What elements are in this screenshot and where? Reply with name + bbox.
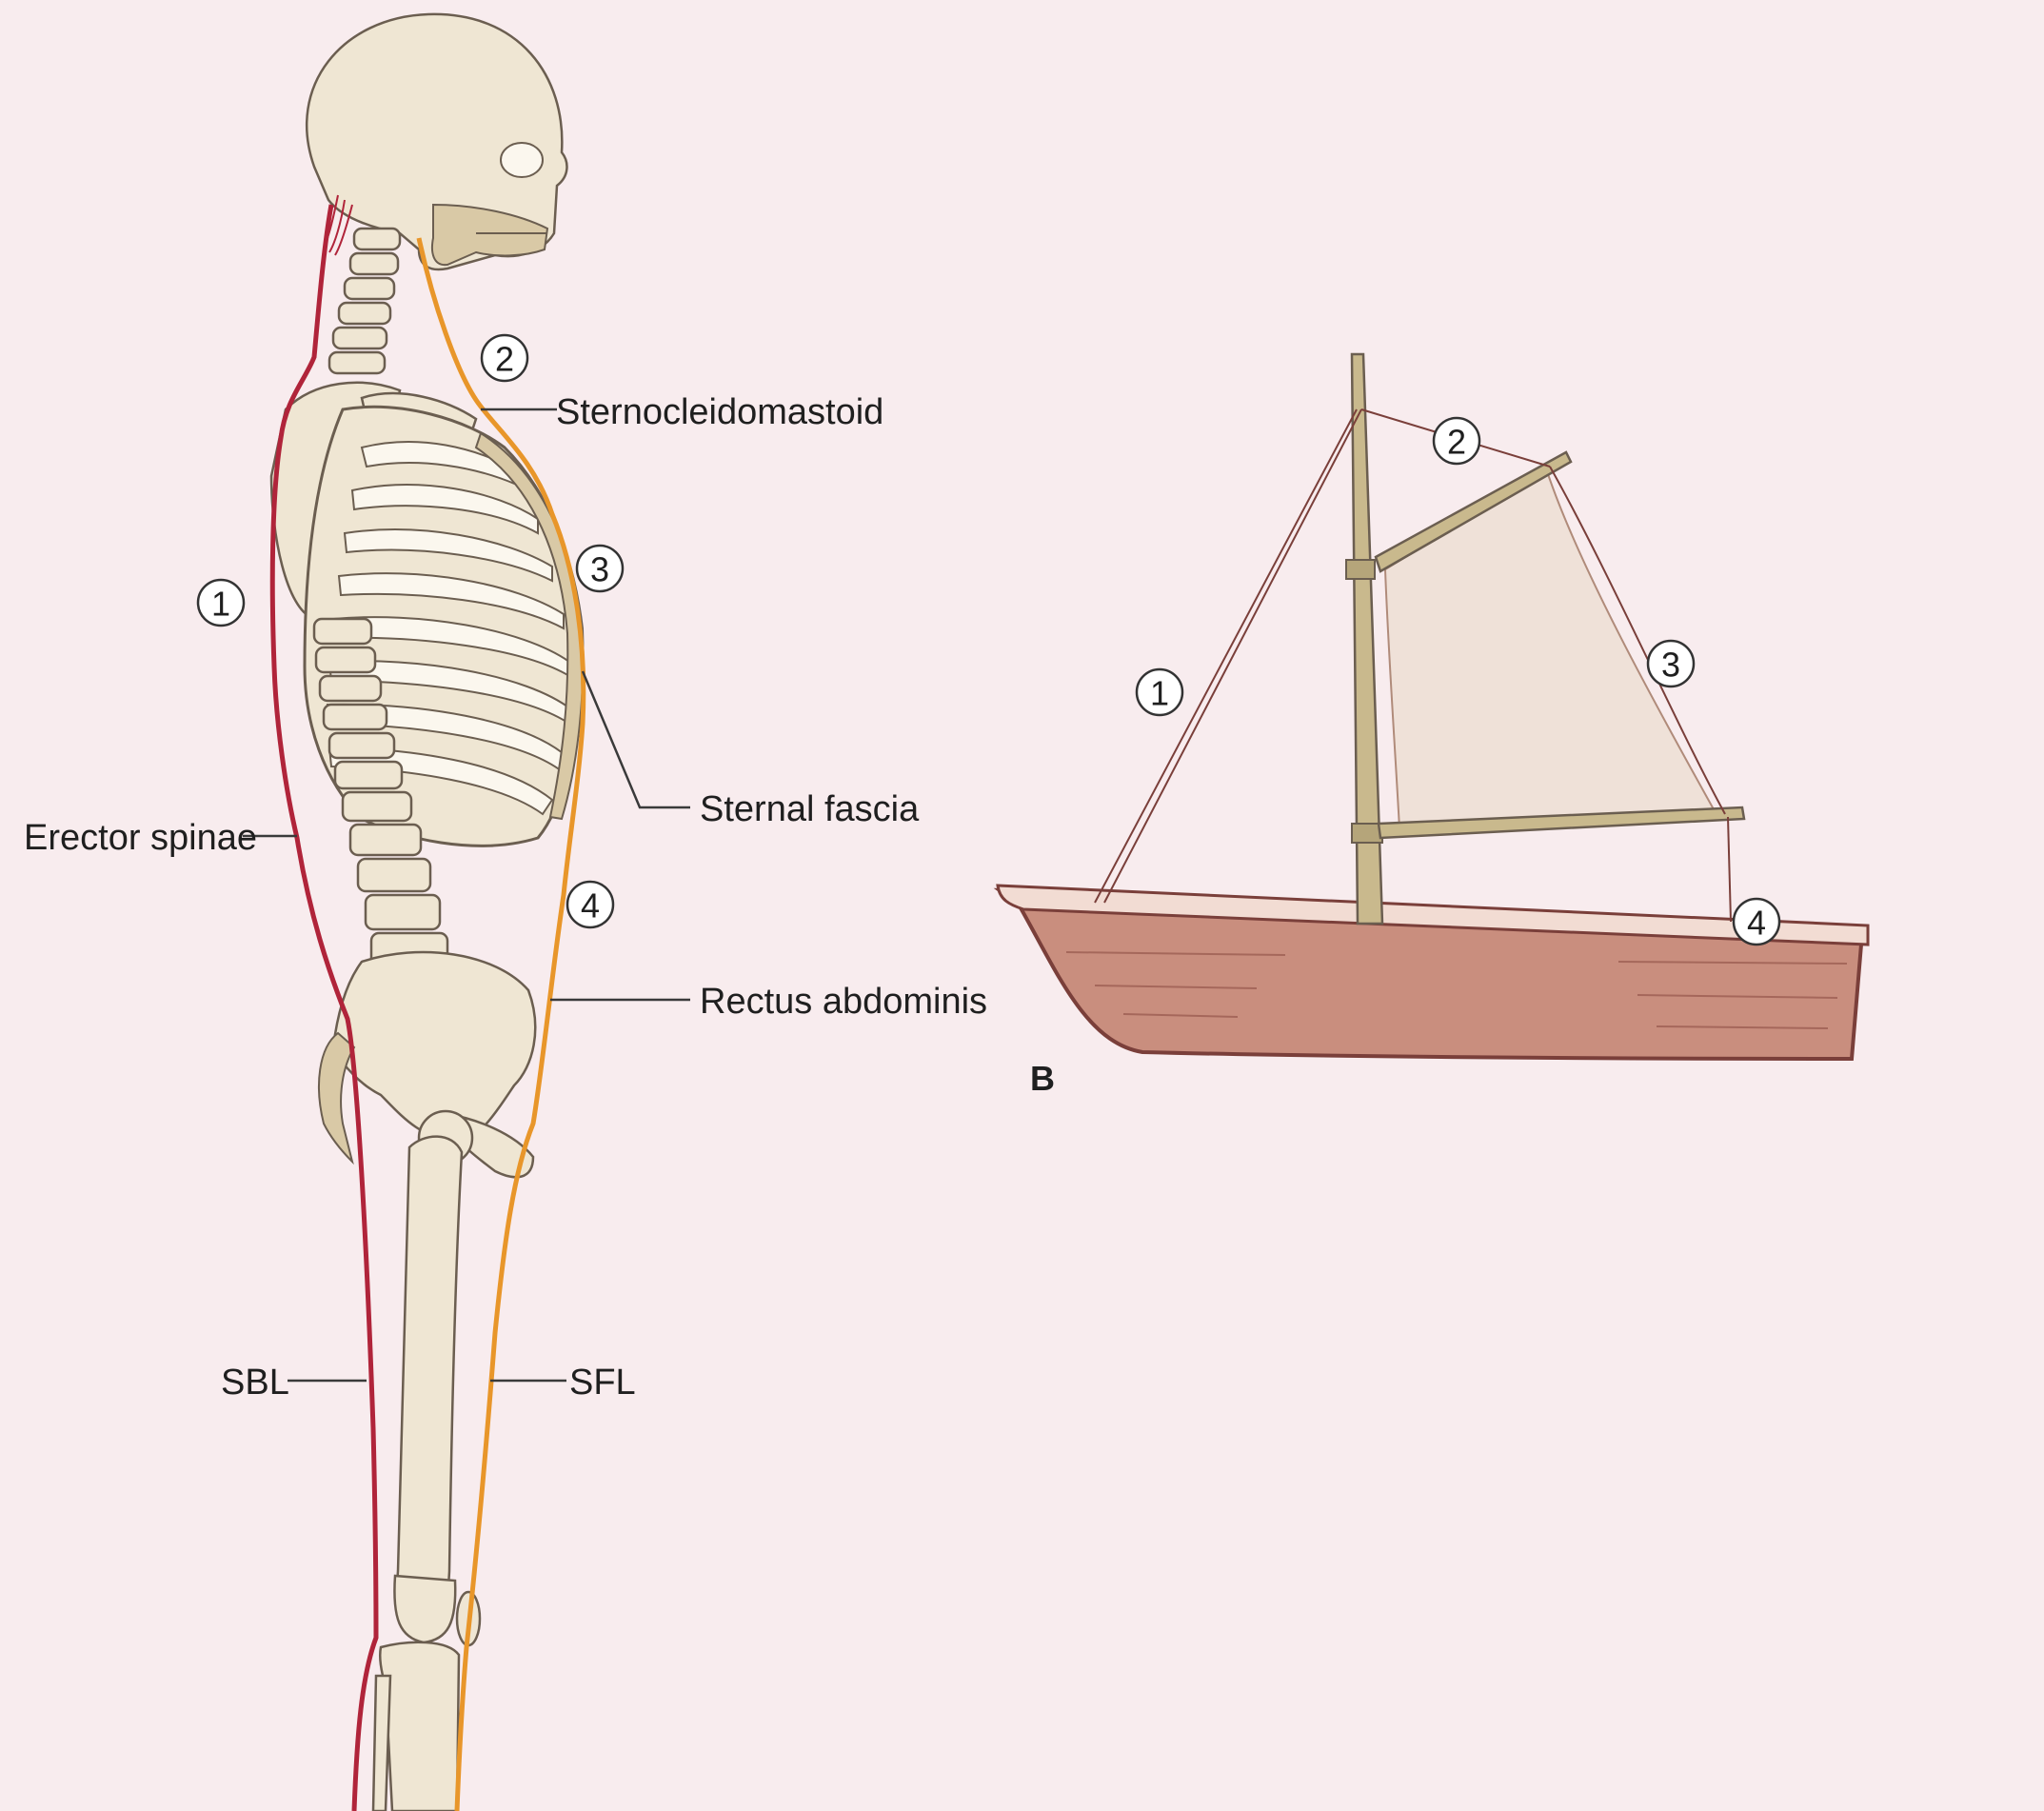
skeleton-marker-3: 3 <box>577 546 623 591</box>
svg-text:1: 1 <box>211 585 230 624</box>
boat-marker-4: 4 <box>1734 899 1779 945</box>
fibula <box>373 1676 390 1811</box>
label-erector-spinae: Erector spinae <box>24 818 257 858</box>
label-sbl: SBL <box>221 1363 289 1403</box>
sailboat: 1 2 3 4 <box>998 354 1868 1059</box>
boat-marker-1: 1 <box>1137 669 1182 715</box>
femur <box>397 1137 462 1628</box>
eye-orbit <box>501 143 543 177</box>
sacrum <box>319 1033 354 1162</box>
mast-band-upper <box>1346 560 1375 579</box>
svg-text:2: 2 <box>495 340 514 379</box>
label-sternal-fascia: Sternal fascia <box>700 789 920 829</box>
skeleton-marker-4: 4 <box>567 882 613 927</box>
label-rectus-abdominis: Rectus abdominis <box>700 982 987 1022</box>
boat-marker-2: 2 <box>1434 418 1479 464</box>
svg-text:4: 4 <box>1747 904 1766 943</box>
svg-text:1: 1 <box>1150 674 1169 713</box>
svg-text:4: 4 <box>581 886 600 925</box>
skeleton-marker-1: 1 <box>198 580 244 626</box>
cervical-spine <box>329 229 400 373</box>
femoral-condyle <box>394 1576 455 1642</box>
label-sfl: SFL <box>569 1363 636 1403</box>
panel-label-b: B <box>1030 1059 1055 1098</box>
skeleton-marker-2: 2 <box>482 335 527 381</box>
label-sternocleidomastoid: Sternocleidomastoid <box>556 392 883 432</box>
skeleton-figure <box>271 14 584 1811</box>
boat-marker-3: 3 <box>1648 641 1694 687</box>
tibia <box>380 1642 459 1811</box>
svg-text:3: 3 <box>1661 646 1680 685</box>
svg-text:3: 3 <box>590 550 609 589</box>
svg-text:2: 2 <box>1447 423 1466 462</box>
